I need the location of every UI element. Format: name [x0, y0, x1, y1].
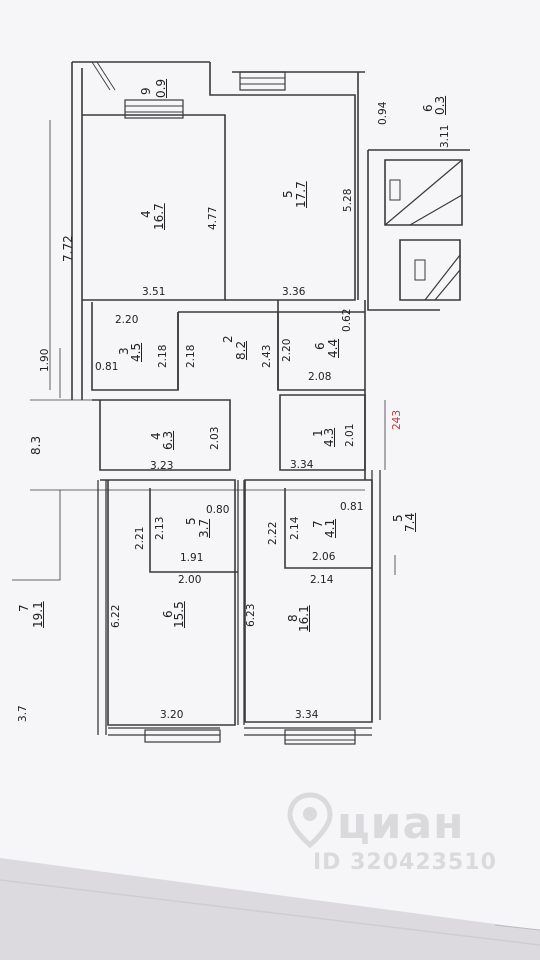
room-5-bottom-notch: 0.80 [206, 504, 230, 516]
room-8-side: 6.23 [245, 603, 257, 627]
room-5-bottom-inner-width: 1.91 [180, 552, 204, 564]
room-5-side: 5.28 [342, 188, 354, 212]
room-7-width: 2.14 [310, 574, 334, 586]
room-7-side-inner: 2.14 [289, 516, 301, 540]
room-1-width: 3.34 [290, 459, 314, 471]
room-6-bottom-area: 15.5 [172, 601, 186, 628]
cian-watermark: циан ID 320423510 [285, 790, 515, 890]
room-7-large-number: 7 [17, 604, 31, 612]
room-6-bottom-side: 6.22 [110, 604, 122, 628]
dim-total-length: 7.72 [61, 235, 75, 262]
room-7-area: 4.1 [323, 518, 337, 538]
room-5-number: 5 [281, 190, 295, 198]
room-4-area: 16.7 [152, 203, 166, 230]
room-5-bottom-area: 3.7 [197, 518, 211, 538]
room-3-side: 2.18 [157, 344, 169, 368]
room-4-mid-width: 3.23 [150, 460, 174, 472]
room-4-width: 3.51 [142, 286, 166, 298]
room-9-area: 0.9 [154, 78, 168, 98]
room-3-area: 4.5 [129, 342, 143, 362]
room-6-small-area: 0.3 [433, 95, 447, 115]
watermark-brand: циан [337, 798, 465, 849]
room-5-width: 3.36 [282, 286, 306, 298]
room-4-side: 4.77 [207, 206, 219, 230]
room-2-area: 8.2 [234, 340, 248, 360]
room-6-mid-width: 2.08 [308, 371, 332, 383]
dim-right-niche: 0.94 [377, 101, 389, 125]
room-2-side-left: 2.18 [185, 344, 197, 368]
room-2-number: 2 [221, 335, 235, 343]
room-5-bottom-width: 2.00 [178, 574, 202, 586]
room-9-number: 9 [139, 87, 153, 95]
room-4-number: 4 [139, 210, 153, 218]
room-5-outer-area: 7.4 [403, 512, 417, 532]
room-7-notch: 0.81 [340, 501, 364, 513]
room-6-mid-number: 6 [313, 342, 327, 350]
room-6-mid-notch: 0.62 [341, 308, 353, 332]
room-7-inner-width: 2.06 [312, 551, 336, 563]
room-7-large-area: 19.1 [31, 601, 45, 628]
room-6-small-side: 3.11 [439, 124, 451, 148]
room-4-mid-area: 6.3 [161, 430, 175, 450]
dim-red-mark: 243 [391, 409, 403, 430]
room-4-mid-side: 2.03 [209, 426, 221, 450]
room-5-bottom-side-outer: 2.21 [134, 526, 146, 550]
room-8-width: 3.34 [295, 709, 319, 721]
room-6-bottom-width: 3.20 [160, 709, 184, 721]
dim-left-niche: 0.81 [95, 361, 119, 373]
room-5-area: 17.7 [294, 181, 308, 208]
room-3-width: 2.20 [115, 314, 139, 326]
watermark-id: ID 320423510 [313, 850, 497, 875]
room-5-bottom-side-inner: 2.13 [154, 516, 166, 540]
mark-bottom-left: 3.7 [17, 705, 29, 722]
dim-left-side: 8.3 [29, 435, 43, 455]
room-7-side-outer: 2.22 [267, 521, 279, 545]
room-2-side-right: 2.43 [261, 344, 273, 368]
room-1-area: 4.3 [322, 427, 336, 447]
room-5-bottom-number: 5 [184, 517, 198, 525]
room-6-mid-side: 2.20 [281, 338, 293, 362]
room-6-mid-area: 4.4 [326, 338, 340, 358]
room-1-side: 2.01 [344, 423, 356, 447]
dim-left-top: 1.90 [39, 348, 51, 372]
location-pin-icon [287, 792, 333, 849]
room-8-area: 16.1 [297, 605, 311, 632]
